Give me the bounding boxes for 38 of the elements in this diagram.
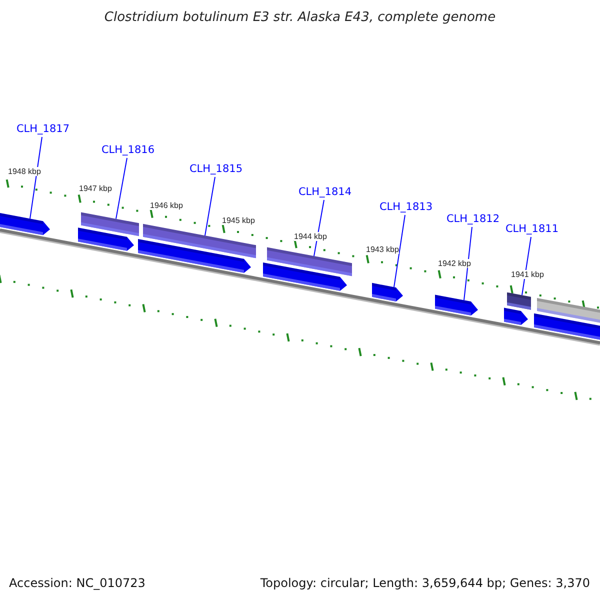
tick-label: 1943 kbp	[366, 245, 399, 254]
gene-feature-pointed	[435, 294, 478, 316]
gene-feature-pointed	[372, 282, 403, 302]
gene-label: CLH_1815	[189, 163, 243, 176]
footer-text: Topology: circular; Length: 3,659,644 bp; Genes: 3,370	[260, 576, 590, 590]
tick-label: 1945 kbp	[222, 216, 255, 225]
gene-label: CLH_1814	[298, 186, 352, 199]
gene-label: CLH_1812	[446, 213, 500, 226]
gene-feature	[507, 292, 531, 310]
tick-label: 1941 kbp	[511, 270, 544, 279]
leader-line	[464, 226, 472, 301]
gene-label: CLH_1811	[505, 223, 559, 236]
leader-line	[116, 158, 128, 220]
leader-line	[314, 200, 324, 257]
gene-feature-pointed	[263, 262, 347, 291]
title: Clostridium botulinum E3 str. Alaska E43, complete genome	[103, 10, 497, 25]
gene-feature-pointed	[504, 308, 528, 325]
gene-feature	[267, 247, 352, 276]
gene-feature-pointed	[138, 238, 251, 273]
gene-feature	[143, 224, 256, 258]
gene-feature	[537, 298, 600, 325]
tick-label: 1947 kbp	[79, 184, 112, 193]
gene-feature-pointed	[0, 212, 50, 236]
tick-label: 1946 kbp	[150, 201, 183, 210]
gene-label: CLH_1817	[16, 123, 70, 136]
gene-feature-pointed	[534, 313, 600, 340]
tick-label: 1942 kbp	[438, 259, 471, 268]
tick-label: 1944 kbp	[294, 232, 327, 241]
leader-line	[30, 136, 42, 220]
leader-line	[522, 236, 532, 296]
leader-line	[394, 214, 406, 288]
footer-text: Accession: NC_010723	[9, 576, 146, 590]
leader-line	[204, 176, 216, 236]
gene-label: CLH_1813	[379, 201, 433, 214]
gene-feature	[81, 212, 139, 236]
tick-label: 1948 kbp	[8, 167, 41, 176]
gene-feature-pointed	[78, 228, 134, 251]
gene-label: CLH_1816	[101, 144, 155, 157]
